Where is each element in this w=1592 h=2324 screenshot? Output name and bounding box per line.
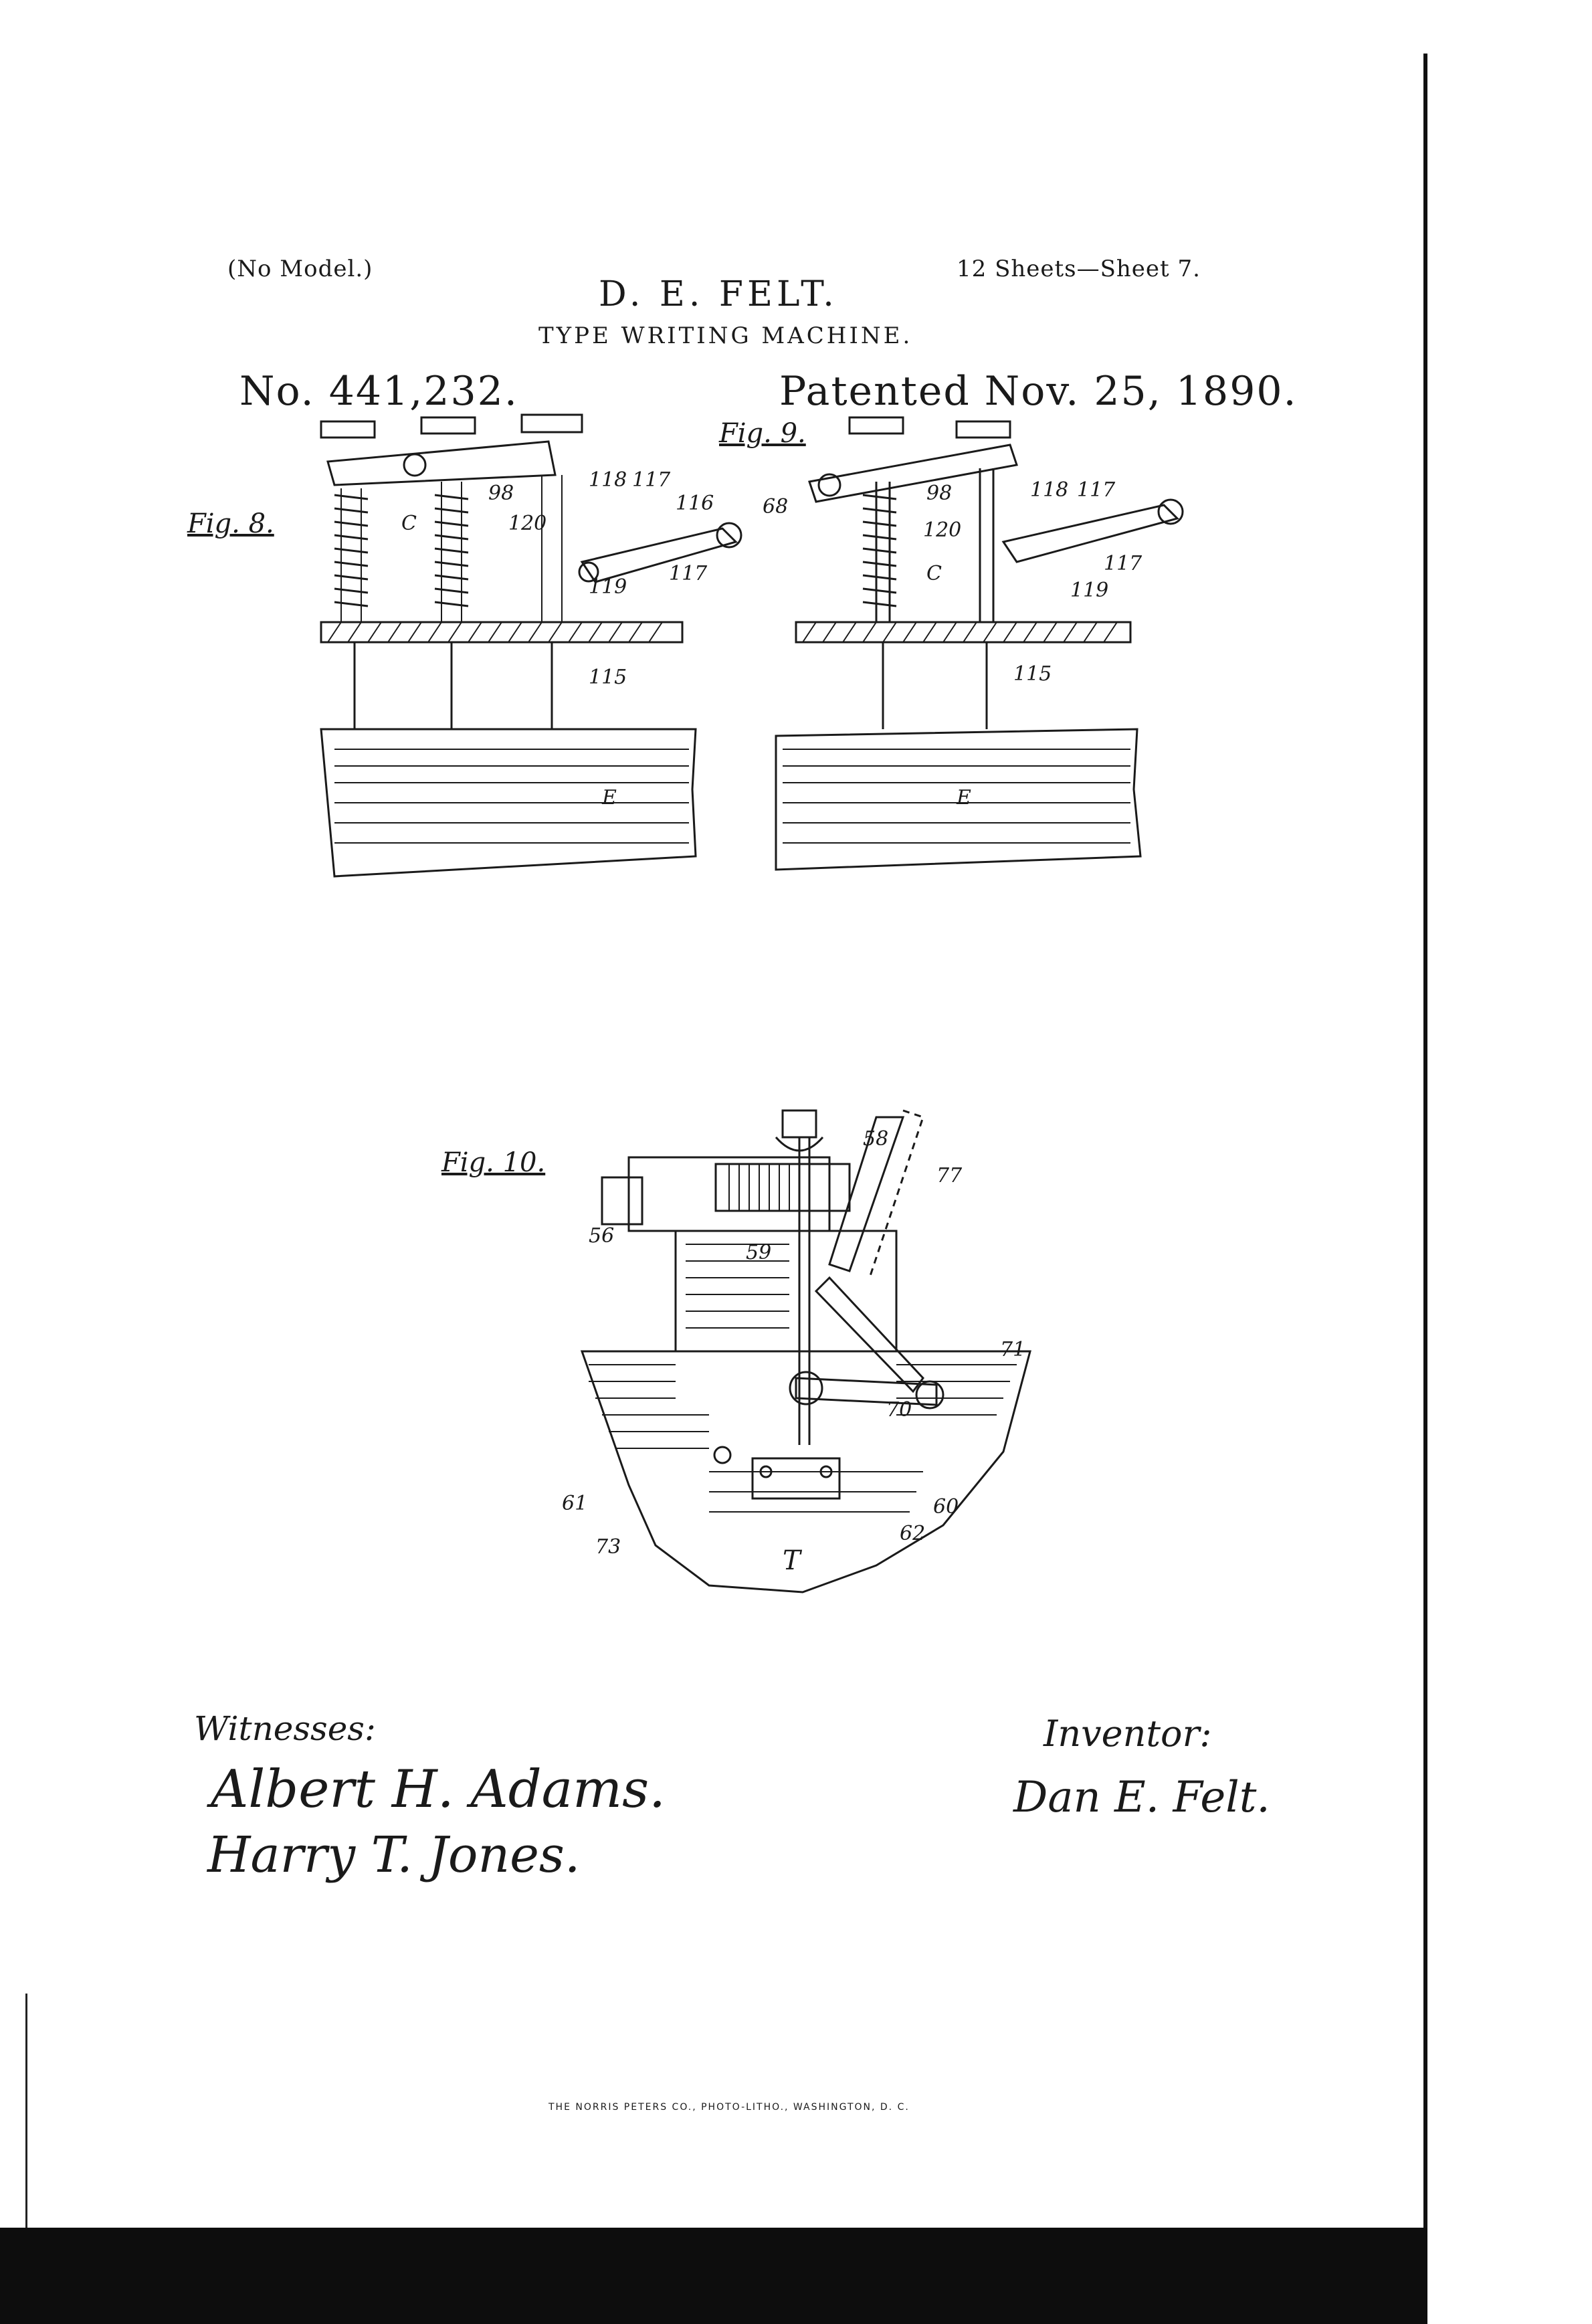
fig10-label: Fig. 10. (441, 1147, 546, 1178)
fig8-callout-119: 119 (589, 575, 627, 599)
fig10-callout-60: 60 (933, 1495, 959, 1519)
fig8-label: Fig. 8. (187, 508, 274, 539)
patent-date: Patented Nov. 25, 1890. (779, 368, 1298, 415)
fig8-callout-c: C (401, 512, 417, 535)
sheet-note: 12 Sheets—Sheet 7. (957, 256, 1201, 282)
fig10-callout-70: 70 (886, 1398, 912, 1422)
right-border (1423, 54, 1427, 2324)
fig10-callout-58: 58 (863, 1127, 889, 1151)
left-edge (25, 1994, 27, 2228)
invention-title: TYPE WRITING MACHINE. (538, 322, 913, 349)
fig9-callout-119: 119 (1070, 579, 1109, 602)
bottom-border (0, 2228, 1427, 2324)
fig10-callout-73: 73 (595, 1535, 621, 1559)
inventor-label: Inventor: (1043, 1713, 1212, 1755)
fig10-callout-t: T (783, 1545, 801, 1576)
fig9-callout-117b: 117 (1104, 552, 1142, 575)
inventor-title: D. E. FELT. (599, 274, 838, 314)
witness-1-signature: Albert H. Adams. (211, 1759, 666, 1820)
fig10-callout-56: 56 (589, 1224, 615, 1248)
fig9-callout-c: C (926, 562, 942, 585)
model-note: (No Model.) (227, 256, 373, 282)
inventor-signature: Dan E. Felt. (1013, 1773, 1270, 1822)
fig8-callout-115: 115 (589, 666, 627, 689)
fig8-callout-117b: 117 (669, 562, 708, 585)
fig8-callout-117a: 117 (632, 468, 671, 492)
fig10-callout-59: 59 (746, 1241, 772, 1264)
fig9-callout-117a: 117 (1077, 478, 1116, 502)
fig8-callout-118: 118 (589, 468, 627, 492)
fig10-callout-61: 61 (562, 1492, 588, 1515)
figure-8 (320, 413, 742, 878)
figure-8-9-drawing (320, 413, 1184, 878)
fig10-callout-62: 62 (900, 1522, 926, 1545)
fig9-label: Fig. 9. (719, 418, 806, 449)
fig9-callout-115: 115 (1013, 662, 1052, 686)
witness-2-signature: Harry T. Jones. (207, 1826, 581, 1884)
fig9-callout-98: 98 (926, 482, 953, 505)
fig10-callout-77: 77 (936, 1164, 963, 1187)
fig9-callout-e: E (957, 786, 971, 809)
fig8-callout-120: 120 (508, 512, 547, 535)
fig10-callout-71: 71 (1000, 1338, 1026, 1361)
fig8-callout-98: 98 (488, 482, 514, 505)
witnesses-label: Witnesses: (194, 1709, 376, 1748)
patent-number: No. 441,232. (239, 368, 518, 415)
printer-imprint: THE NORRIS PETERS CO., PHOTO-LITHO., WAS… (549, 2102, 910, 2113)
figure-9 (775, 416, 1184, 871)
fig8-callout-68: 68 (763, 495, 789, 518)
fig9-callout-118: 118 (1030, 478, 1069, 502)
fig9-callout-120: 120 (923, 518, 962, 542)
fig8-callout-e: E (602, 786, 617, 809)
fig8-callout-116: 116 (676, 492, 714, 515)
figure-10-drawing (580, 1109, 1031, 1593)
